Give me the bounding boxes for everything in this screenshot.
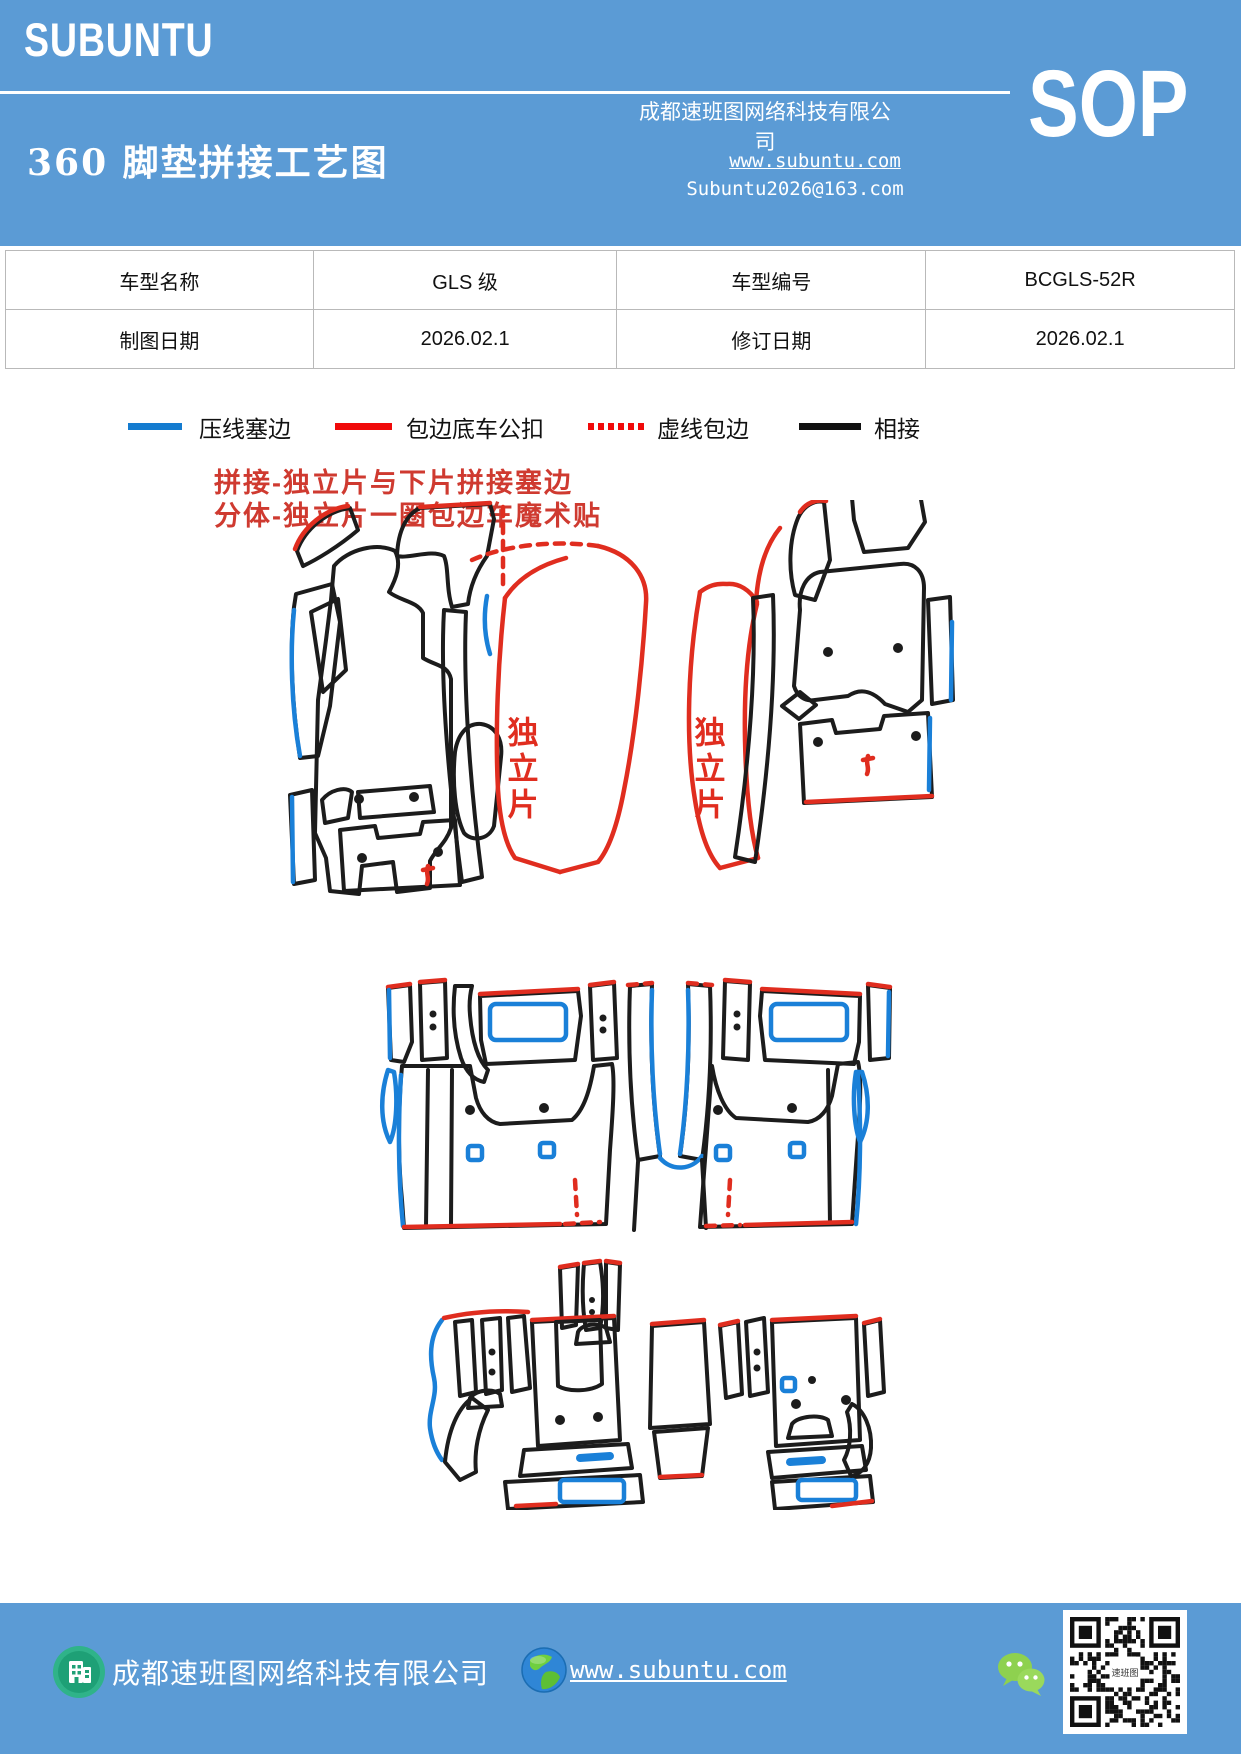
third-row-mat-drawing xyxy=(427,1258,886,1510)
front-left-mat-drawing: 独立片 xyxy=(288,500,649,896)
red-dashed-swatch xyxy=(588,423,648,430)
annotation: 拼接-独立片与下片拼接塞边 分体-独立片一圈包边车魔术贴 xyxy=(214,467,602,533)
table-row: 车型名称 GLS 级 车型编号 BCGLS-52R xyxy=(5,250,1235,310)
qr-code: 速班图 xyxy=(1063,1610,1187,1734)
header-company-name: 成都速班图网络科技有限公司 xyxy=(639,100,891,154)
blue-line-swatch xyxy=(128,423,182,430)
independent-piece-label-left: 独立片 xyxy=(503,716,539,824)
footer-website-link[interactable]: www.subuntu.com xyxy=(570,1656,787,1684)
header: SUBUNTU 成都速班图网络科技有限公司 SOP 360 脚垫拼接工艺图 ww… xyxy=(0,0,1241,246)
header-divider xyxy=(0,91,1010,94)
page-title: 360 脚垫拼接工艺图 xyxy=(27,142,389,184)
table-cell: 车型编号 xyxy=(616,250,927,310)
table-cell: GLS 级 xyxy=(312,250,618,310)
table-cell: 制图日期 xyxy=(5,309,314,369)
globe-icon xyxy=(521,1647,567,1693)
legend: 压线塞边 包边底车公扣 虚线包边 相接 xyxy=(0,405,1241,450)
mat-diagram: 独立片 独立片 xyxy=(288,500,955,1510)
red-line-swatch xyxy=(335,423,392,430)
independent-piece-label-right: 独立片 xyxy=(690,716,726,824)
building-icon xyxy=(53,1646,105,1698)
table-cell: 车型名称 xyxy=(5,250,314,310)
table-cell: 2026.02.1 xyxy=(925,309,1235,369)
table-cell: BCGLS-52R xyxy=(925,250,1235,310)
table-cell: 修订日期 xyxy=(616,309,927,369)
sop-label: SOP xyxy=(1028,51,1189,157)
header-email: Subuntu2026@163.com xyxy=(686,178,904,200)
annotation-line-1: 拼接-独立片与下片拼接塞边 xyxy=(214,468,573,498)
table-row: 制图日期 2026.02.1 修订日期 2026.02.1 xyxy=(5,309,1235,369)
footer-company-name: 成都速班图网络科技有限公司 xyxy=(112,1657,490,1690)
front-right-mat-drawing: 独立片 xyxy=(686,500,955,871)
second-row-mat-drawing xyxy=(380,977,893,1232)
header-website-link[interactable]: www.subuntu.com xyxy=(729,150,901,172)
wechat-icon xyxy=(998,1653,1045,1696)
black-line-swatch xyxy=(799,423,861,430)
svg-text:速班图: 速班图 xyxy=(1111,1667,1138,1678)
table-cell: 2026.02.1 xyxy=(312,309,618,369)
info-table: 车型名称 GLS 级 车型编号 BCGLS-52R 制图日期 2026.02.1… xyxy=(5,250,1235,369)
brand-logo: SUBUNTU xyxy=(24,13,214,66)
